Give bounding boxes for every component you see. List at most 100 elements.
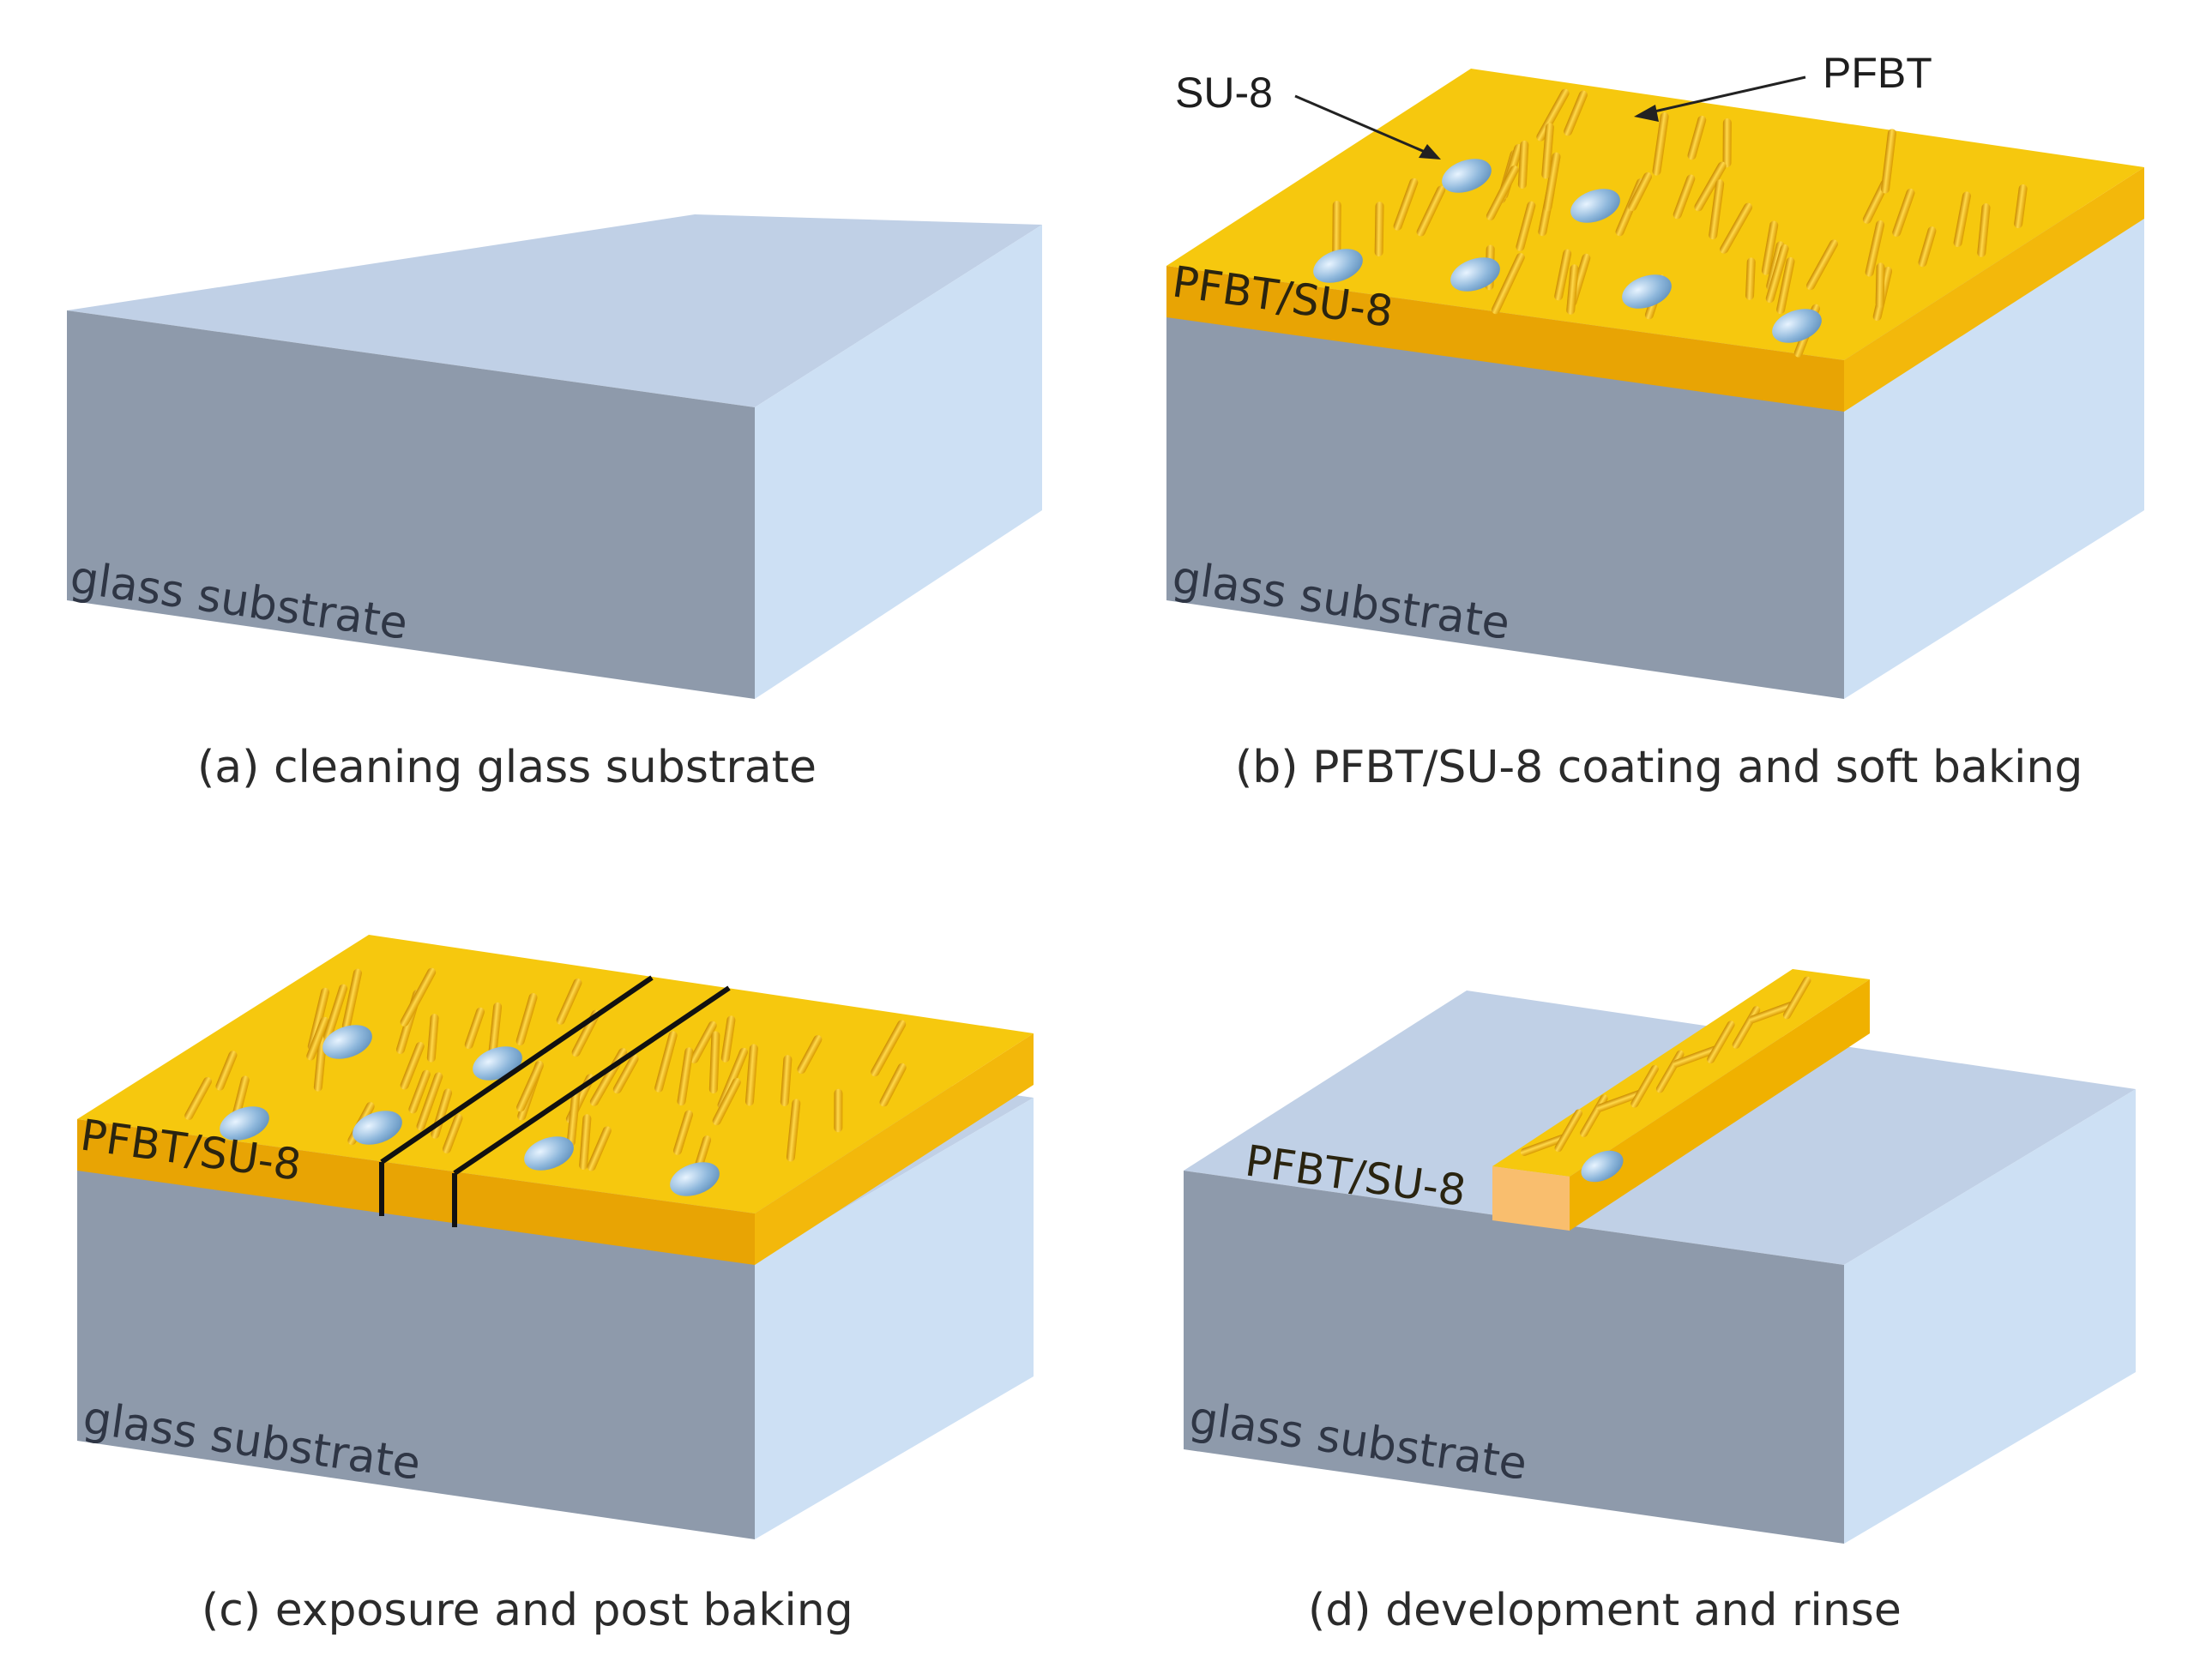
strip-side [1570,979,1870,1231]
pfbt-rod [1977,203,1991,257]
panel-a: glass substrate (a) cleaning glass subst… [67,214,1042,793]
pfbt-rod [712,1077,741,1126]
pfbt-rod [780,1055,793,1106]
pfbt-rod [341,968,362,1031]
pfbt-rod [1596,1090,1642,1112]
pfbt-rod [1694,161,1727,212]
pfbt-rod [1520,1134,1567,1156]
pfbt-rod [1652,111,1669,176]
pfbt-rod [1517,140,1529,190]
pfbt-rod [1881,129,1896,194]
pfbt-rod [1541,123,1554,179]
pfbt-rod [1765,244,1789,304]
pfbt-rod [1709,179,1725,240]
callout-su8-arrowhead [1419,144,1441,160]
pfbt-rod [786,1099,801,1162]
su8-droplet [1622,274,1672,309]
pfbt-rod [1566,264,1579,315]
su8-droplet [220,1106,269,1141]
pfbt-rod [556,978,582,1025]
pfbt-rod [1875,262,1885,308]
pfbt-rod [717,1047,749,1110]
pfbt-rod [1332,201,1341,262]
su8-droplet [1772,309,1822,343]
pfbt-rod [426,1014,439,1063]
pfbt-rod [1516,201,1536,251]
caption-b: (b) PFBT/SU-8 coating and soft baking [1235,742,2082,793]
pfbt-rod [1806,239,1838,291]
strip-front [1492,1166,1570,1231]
pfbt-rod [579,1114,592,1171]
pfbt-rod [708,1031,720,1094]
glass-substrate-side [755,1098,1034,1539]
pfbt-rod [2014,184,2028,229]
pfbt-rod [1865,220,1885,277]
pfbt-rod [442,1113,463,1153]
pfbt-rod [515,993,538,1045]
glass-substrate-front [67,310,755,699]
pfbt-rod [1673,1045,1719,1068]
pfbt-rod [323,984,348,1041]
panel-b: PFBT/SU-8 glass substrate SU-8 PFBT (b) … [1166,49,2144,793]
film-top [1166,69,2144,360]
pfbt-rod [677,1047,694,1106]
glass-substrate-side [755,225,1042,699]
pfbt-rod [871,1020,907,1077]
pfbt-rod [1536,88,1570,142]
pfbt-rod [1749,1001,1795,1024]
pfbt-rod [1761,220,1779,275]
pfbt-rod [1486,166,1519,220]
callout-pfbt-arrowhead [1634,105,1659,122]
su8-droplets [1313,159,1822,343]
film-front [1166,266,1844,412]
pfbt-rod [307,987,330,1051]
pfbt-rod [400,967,437,1027]
su8-droplet [1450,257,1500,292]
su8-droplet [1570,189,1620,223]
caption-d: (d) development and rinse [1308,1585,1902,1636]
panel-c: PFBT/SU-8 glass substrate (c) exposure a… [77,935,1034,1636]
glass-substrate-side [1844,219,2144,699]
pfbt-rod [1745,257,1756,300]
callout-su8-label: SU-8 [1175,69,1273,117]
pfbt-rods [1520,976,1811,1156]
film-front [77,1119,755,1265]
pfbt-rod [1416,185,1446,237]
pfbt-rod [1892,188,1915,238]
pfbt-rod [720,1015,736,1063]
pfbt-rod [1953,191,1971,248]
pfbt-rod [408,1069,431,1114]
pfbt-rod [215,1051,238,1091]
glass-substrate-front [1166,310,1844,699]
pfbt-rod [516,1062,544,1112]
pfbt-rod [1722,118,1732,168]
callout-pfbt-label: PFBT [1823,49,1932,97]
pfbt-rod [566,1089,581,1147]
pfbt-rod [1628,172,1653,212]
callout-su8-arrow [1294,94,1432,156]
pfbt-rod [1776,256,1795,315]
caption-a: (a) cleaning glass substrate [197,742,817,793]
panel-d: PFBT/SU-8 glass substrate (d) developmen… [1184,969,2136,1636]
su8-droplets [220,1025,720,1196]
pfbt-rod [1918,226,1937,268]
film-side [1844,167,2144,412]
pfbt-rod [1393,178,1419,231]
pfbt-rod [1374,202,1384,257]
pfbt-rod [1492,253,1525,315]
pfbt-rod [879,1063,907,1107]
pfbt-rod [1554,249,1572,301]
film-side [755,1033,1034,1265]
pfbt-rod [1673,174,1696,220]
pfbt-rod [1564,90,1588,136]
pfbt-rod [1782,976,1811,1020]
pfbt-rod [1630,1064,1659,1108]
pfbt-rod [416,1072,443,1131]
exposure-line-right [453,985,731,1176]
caption-c: (c) exposure and post baking [202,1585,853,1636]
glass-substrate-front [1184,1171,1844,1544]
su8-droplet [1313,249,1363,283]
glass-substrate-top [67,214,1042,407]
pfbt-rod [1554,1109,1583,1153]
su8-droplet [322,1025,372,1059]
